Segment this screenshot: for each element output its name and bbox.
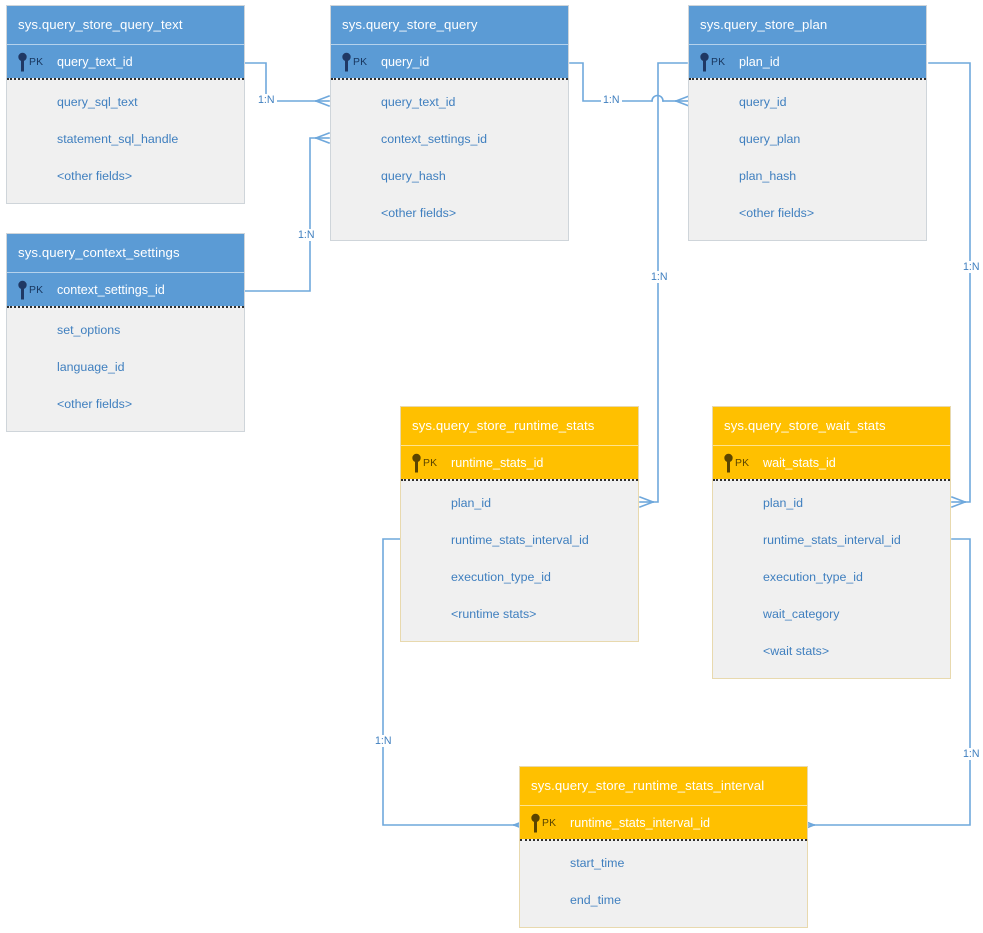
field-row: end_time	[570, 893, 621, 907]
key-icon	[724, 453, 733, 473]
field-row: wait_category	[763, 607, 840, 621]
pk-badge: PK	[29, 285, 44, 296]
field-row: execution_type_id	[763, 570, 863, 584]
field-row: query_id	[739, 95, 787, 109]
pk-field-name: wait_stats_id	[763, 456, 836, 470]
field-list: start_time end_time	[520, 841, 807, 927]
cardinality-label-query-text-query: 1:N	[256, 94, 277, 106]
primary-key-row: PK wait_stats_id	[713, 445, 950, 479]
entity-title: sys.query_store_query_text	[7, 6, 244, 44]
field-row: start_time	[570, 856, 625, 870]
pk-badge: PK	[353, 57, 368, 68]
entity-query-store-query[interactable]: sys.query_store_query PK query_id query_…	[330, 5, 569, 241]
pk-field-name: runtime_stats_interval_id	[570, 816, 711, 830]
field-row: language_id	[57, 360, 125, 374]
pk-divider	[713, 479, 950, 481]
cardinality-label-context-settings-query: 1:N	[296, 229, 317, 241]
field-row: <other fields>	[739, 206, 815, 220]
pk-divider	[7, 78, 244, 80]
entity-query-context-settings[interactable]: sys.query_context_settings PK context_se…	[6, 233, 245, 432]
entity-title: sys.query_store_query	[331, 6, 568, 44]
entity-title: sys.query_context_settings	[7, 234, 244, 272]
field-row: statement_sql_handle	[57, 132, 179, 146]
pk-field-name: runtime_stats_id	[451, 456, 544, 470]
cardinality-label-interval-runtime-stats: 1:N	[373, 735, 394, 747]
primary-key-row: PK context_settings_id	[7, 272, 244, 306]
connector-query-to-plan	[569, 62, 690, 107]
pk-field-name: query_text_id	[57, 55, 133, 69]
pk-divider	[689, 78, 926, 80]
field-row: runtime_stats_interval_id	[763, 533, 901, 547]
pk-divider	[401, 479, 638, 481]
key-icon	[531, 813, 540, 833]
field-row: <wait stats>	[763, 644, 830, 658]
cardinality-label-query-plan: 1:N	[601, 94, 622, 106]
field-row: <other fields>	[381, 206, 457, 220]
entity-title: sys.query_store_plan	[689, 6, 926, 44]
key-icon	[412, 453, 421, 473]
field-row: plan_hash	[739, 169, 797, 183]
pk-badge: PK	[735, 458, 750, 469]
cardinality-label-plan-wait-stats: 1:N	[961, 261, 982, 273]
primary-key-row: PK query_text_id	[7, 44, 244, 78]
pk-field-name: plan_id	[739, 55, 780, 69]
field-row: <other fields>	[57, 397, 133, 411]
field-list: query_text_id context_settings_id query_…	[331, 80, 568, 240]
field-list: set_options language_id <other fields>	[7, 308, 244, 431]
pk-badge: PK	[711, 57, 726, 68]
pk-field-name: query_id	[381, 55, 430, 69]
entity-title: sys.query_store_runtime_stats_interval	[520, 767, 807, 805]
entity-title: sys.query_store_runtime_stats	[401, 407, 638, 445]
primary-key-row: PK plan_id	[689, 44, 926, 78]
primary-key-row: PK runtime_stats_interval_id	[520, 805, 807, 839]
field-list: plan_id runtime_stats_interval_id execut…	[401, 481, 638, 641]
pk-divider	[7, 306, 244, 308]
primary-key-row: PK query_id	[331, 44, 568, 78]
cardinality-label-interval-wait-stats: 1:N	[961, 748, 982, 760]
entity-query-store-wait-stats[interactable]: sys.query_store_wait_stats PK wait_stats…	[712, 406, 951, 679]
pk-badge: PK	[423, 458, 438, 469]
field-row: runtime_stats_interval_id	[451, 533, 589, 547]
entity-title: sys.query_store_wait_stats	[713, 407, 950, 445]
connector-plan-to-runtime-stats	[639, 62, 688, 508]
field-row: execution_type_id	[451, 570, 551, 584]
field-row: plan_id	[451, 496, 491, 510]
pk-divider	[331, 78, 568, 80]
pk-badge: PK	[542, 818, 557, 829]
field-list: query_id query_plan plan_hash <other fie…	[689, 80, 926, 240]
field-list: query_sql_text statement_sql_handle <oth…	[7, 80, 244, 203]
entity-query-store-query-text[interactable]: sys.query_store_query_text PK query_text…	[6, 5, 245, 204]
connector-context-settings-to-query	[244, 132, 330, 292]
key-icon	[18, 280, 27, 300]
key-icon	[700, 52, 709, 72]
field-list: plan_id runtime_stats_interval_id execut…	[713, 481, 950, 678]
cardinality-label-plan-runtime-stats: 1:N	[649, 271, 670, 283]
field-row: query_plan	[739, 132, 801, 146]
pk-badge: PK	[29, 57, 44, 68]
field-row: query_text_id	[381, 95, 456, 109]
field-row: context_settings_id	[381, 132, 488, 146]
field-row: <other fields>	[57, 169, 133, 183]
pk-field-name: context_settings_id	[57, 283, 165, 297]
primary-key-row: PK runtime_stats_id	[401, 445, 638, 479]
field-row: plan_id	[763, 496, 803, 510]
pk-divider	[520, 839, 807, 841]
entity-query-store-runtime-stats[interactable]: sys.query_store_runtime_stats PK runtime…	[400, 406, 639, 642]
field-row: set_options	[57, 323, 121, 337]
field-row: query_sql_text	[57, 95, 138, 109]
field-row: query_hash	[381, 169, 446, 183]
key-icon	[342, 52, 351, 72]
entity-query-store-runtime-stats-interval[interactable]: sys.query_store_runtime_stats_interval P…	[519, 766, 808, 928]
entity-query-store-plan[interactable]: sys.query_store_plan PK plan_id query_id…	[688, 5, 927, 241]
key-icon	[18, 52, 27, 72]
field-row: <runtime stats>	[451, 607, 537, 621]
